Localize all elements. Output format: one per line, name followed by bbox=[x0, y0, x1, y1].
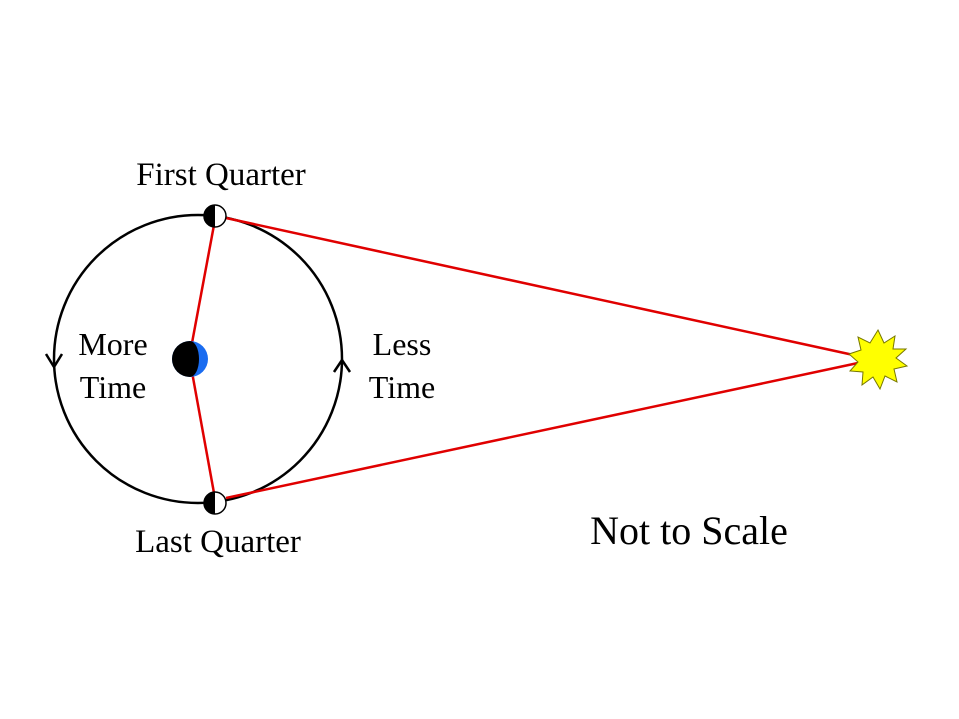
orbit-arrow-right-icon bbox=[332, 357, 352, 373]
line-first-quarter-to-sun bbox=[225, 216, 859, 358]
line-last-quarter-to-sun bbox=[225, 361, 859, 500]
more-time-label-line1: More bbox=[78, 326, 147, 362]
line-earth-to-last-quarter bbox=[190, 371, 216, 494]
first-quarter-label: First Quarter bbox=[136, 157, 306, 193]
less-time-label-line2: Time bbox=[369, 369, 435, 405]
line-earth-to-first-quarter bbox=[190, 224, 216, 344]
less-time-label-line1: Less bbox=[373, 326, 432, 362]
first-quarter-moon-icon bbox=[203, 204, 227, 228]
last-quarter-moon-icon bbox=[203, 491, 227, 515]
scale-note: Not to Scale bbox=[590, 508, 788, 553]
orbit-arrow-left-icon bbox=[44, 353, 64, 370]
earth-icon bbox=[172, 341, 208, 377]
sun-icon bbox=[848, 328, 909, 391]
last-quarter-label: Last Quarter bbox=[135, 524, 301, 560]
more-time-label-line2: Time bbox=[80, 369, 146, 405]
